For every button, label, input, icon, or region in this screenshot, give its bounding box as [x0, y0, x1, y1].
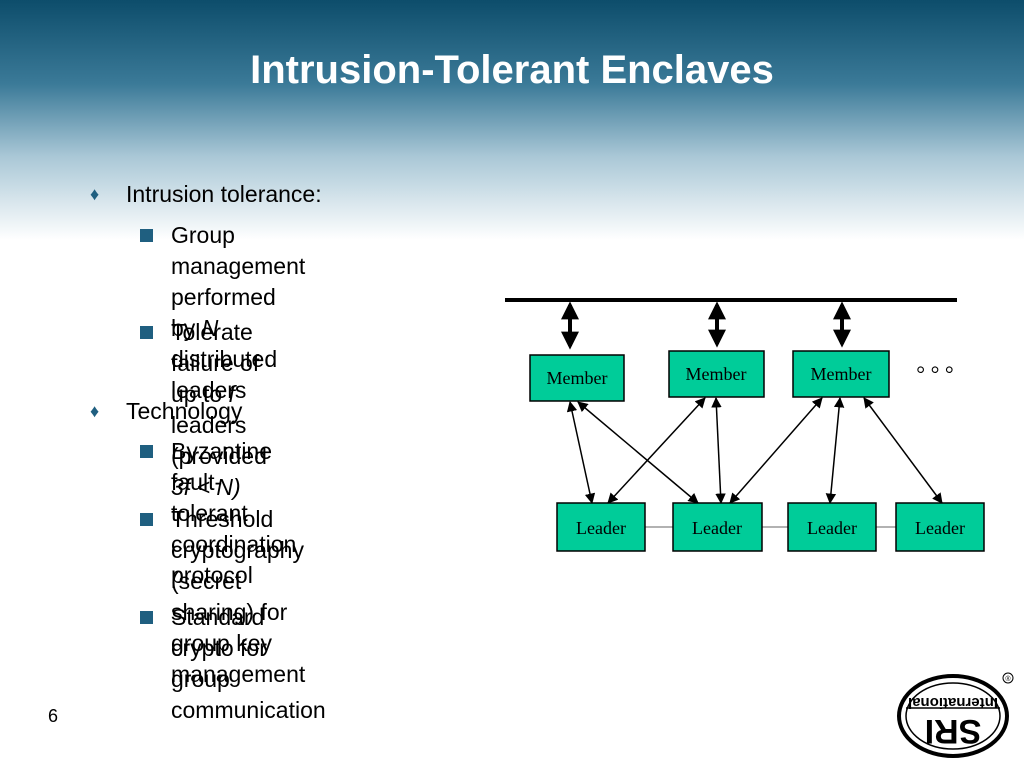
- leader-label: Leader: [576, 518, 626, 538]
- square-bullet-icon: [140, 611, 153, 624]
- member-leader-arrow: [729, 397, 823, 504]
- member-node: Member: [668, 350, 765, 398]
- member-label: Member: [811, 364, 872, 384]
- registered-mark: ®: [1005, 675, 1011, 683]
- bullet-line: communication: [171, 697, 326, 723]
- member-node: Member: [792, 350, 890, 398]
- bullet-line: management: [171, 661, 306, 687]
- bullet-line-italic: 3f < N): [171, 474, 241, 500]
- slide-title: Intrusion-Tolerant Enclaves: [250, 48, 774, 92]
- member-leader-arrow: [711, 396, 726, 505]
- leader-label: Leader: [692, 518, 742, 538]
- ellipsis-more-members: ° ° °: [916, 361, 953, 386]
- bullet-line: Threshold cryptography: [171, 506, 304, 563]
- leader-node: Leader: [556, 502, 646, 552]
- leader-node: Leader: [672, 502, 763, 552]
- bullet-text: Technology: [126, 398, 243, 424]
- svg-text:SRI: SRI: [925, 712, 982, 750]
- page-number: 6: [48, 706, 59, 726]
- leader-label: Leader: [915, 518, 965, 538]
- member-label: Member: [547, 368, 608, 388]
- square-bullet-icon: [140, 229, 153, 242]
- diamond-bullet-icon: ♦: [90, 184, 100, 204]
- bullet-line: leaders: [171, 377, 247, 403]
- leader-node: Leader: [787, 502, 877, 552]
- bullet-line: leaders (provided: [171, 412, 267, 469]
- bullet-line-italic: f: [228, 381, 235, 407]
- sri-international-logo: International SRI ®: [897, 672, 1014, 758]
- member-label: Member: [686, 364, 747, 384]
- bullet-line: Group management: [171, 222, 306, 279]
- leader-label: Leader: [807, 518, 857, 538]
- member-leader-arrow: [825, 396, 845, 505]
- diamond-bullet-icon: ♦: [90, 401, 100, 421]
- title-band: [0, 0, 1024, 240]
- bullet-line: performed by: [171, 284, 276, 341]
- bullet-line: (secret sharing) for group key: [171, 568, 288, 656]
- square-bullet-icon: [140, 513, 153, 526]
- member-leader-arrow: [863, 397, 943, 504]
- member-leader-arrow: [577, 401, 699, 504]
- bullet-line: coordination protocol: [171, 531, 297, 588]
- square-bullet-icon: [140, 445, 153, 458]
- member-leader-arrow: [607, 397, 706, 504]
- bullet-line-italic: N: [201, 315, 219, 341]
- leader-node: Leader: [895, 502, 985, 552]
- bullet-line: distributed: [171, 346, 278, 372]
- bullet-line: Byzantine fault-tolerant: [171, 438, 273, 526]
- member-node: Member: [529, 354, 625, 402]
- bullet-line: Standard crypto for group: [171, 604, 267, 692]
- bullet-text: Intrusion tolerance:: [126, 181, 322, 207]
- square-bullet-icon: [140, 326, 153, 339]
- svg-text:International: International: [908, 694, 998, 711]
- member-leader-arrow: [566, 400, 596, 505]
- bullet-line: Tolerate failure of up to: [171, 319, 260, 407]
